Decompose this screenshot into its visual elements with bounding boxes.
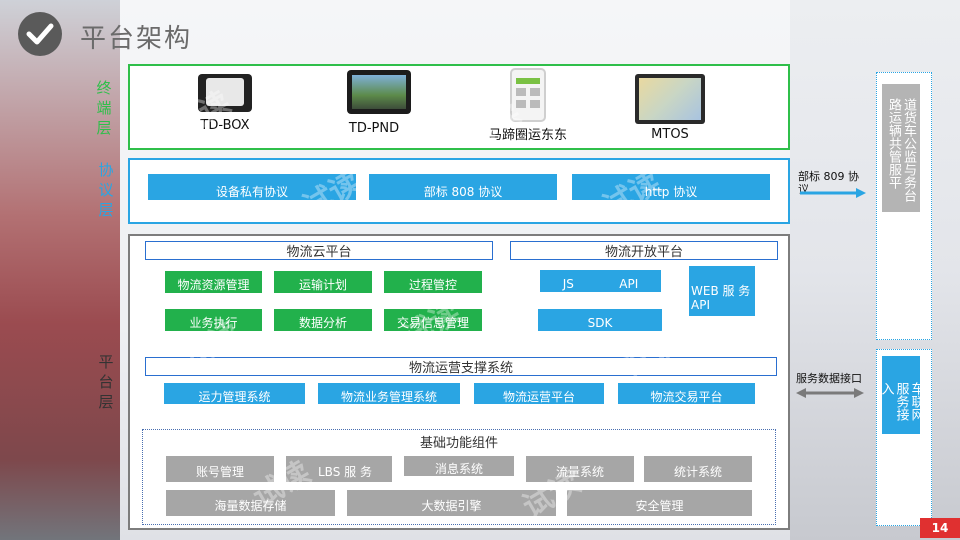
right-panel-bottom-text: 车联网服务接入 <box>878 382 924 421</box>
ops-item-operation: 物流运营平台 <box>474 383 604 404</box>
layer-label-protocol: 协议层 <box>98 161 114 219</box>
basic-item-bigdata: 大数据引擎 <box>347 490 556 516</box>
device-label-app: 马蹄圈运东东 <box>488 128 567 143</box>
open-sdk-box: SDK <box>538 309 662 331</box>
basic-item-statistics: 统计系统 <box>644 456 752 482</box>
ops-item-business: 物流业务管理系统 <box>318 383 460 404</box>
device-label-td-pnd: TD-PND <box>348 121 400 136</box>
page-number-badge: 14 <box>920 518 960 538</box>
service-interface-label: 服务数据接口 <box>796 372 862 385</box>
device-label-mtos: MTOS <box>651 127 689 142</box>
protocol-box-808: 部标 808 协议 <box>369 174 557 200</box>
cloud-platform-title: 物流云平台 <box>145 241 493 260</box>
open-js-api-box: JS API <box>540 270 661 292</box>
right-panel-top-col1: 路运辆共管服平 <box>886 98 901 189</box>
cloud-item-process-control: 过程管控 <box>384 271 482 293</box>
cloud-item-execution: 业务执行 <box>165 309 262 331</box>
right-panel-top-box: 路运辆共管服平 道货车公监与务台 <box>882 84 920 212</box>
cloud-item-transport-plan: 运输计划 <box>274 271 372 293</box>
right-panel-top-col2: 道货车公监与务台 <box>901 98 916 202</box>
protocol-809-label: 部标 809 协议 <box>798 170 859 196</box>
protocol-809-arrow <box>800 188 866 198</box>
protocol-box-private: 设备私有协议 <box>148 174 356 200</box>
basic-item-traffic: 流量系统 <box>526 456 634 482</box>
page-title: 平台架构 <box>80 24 193 54</box>
mtos-device-image <box>635 74 705 124</box>
basic-item-lbs: LBS 服 务 <box>286 456 392 482</box>
layer-label-terminal: 终端层 <box>96 79 112 137</box>
basic-components-title: 基础功能组件 <box>419 436 498 451</box>
open-web-api-box: WEB 服 务 API <box>689 266 755 316</box>
api-label: API <box>619 276 639 291</box>
ops-support-title: 物流运营支撑系统 <box>145 357 777 376</box>
td-pnd-device-image <box>347 70 411 114</box>
service-interface-arrow <box>796 388 864 398</box>
check-icon <box>18 12 62 56</box>
cloud-item-resource: 物流资源管理 <box>165 271 262 293</box>
right-panel-bottom-box: 车联网服务接入 <box>879 356 924 434</box>
js-label: JS <box>562 276 574 291</box>
td-box-device-image <box>198 74 252 112</box>
device-label-td-box: TD-BOX <box>200 118 250 133</box>
basic-item-storage: 海量数据存储 <box>166 490 335 516</box>
ops-item-trade: 物流交易平台 <box>618 383 755 404</box>
basic-item-account: 账号管理 <box>166 456 274 482</box>
ops-item-capacity: 运力管理系统 <box>164 383 305 404</box>
basic-item-security: 安全管理 <box>567 490 752 516</box>
background-right <box>780 0 960 540</box>
basic-item-message: 消息系统 <box>404 456 514 476</box>
open-platform-title: 物流开放平台 <box>510 241 778 260</box>
layer-label-platform: 平台层 <box>98 353 114 411</box>
phone-app-device-image <box>510 68 546 122</box>
background-left-truck <box>0 0 135 540</box>
cloud-item-trade-info: 交易信息管理 <box>384 309 482 331</box>
cloud-item-analytics: 数据分析 <box>274 309 372 331</box>
protocol-box-http: http 协议 <box>572 174 770 200</box>
basic-components-frame <box>142 429 776 525</box>
